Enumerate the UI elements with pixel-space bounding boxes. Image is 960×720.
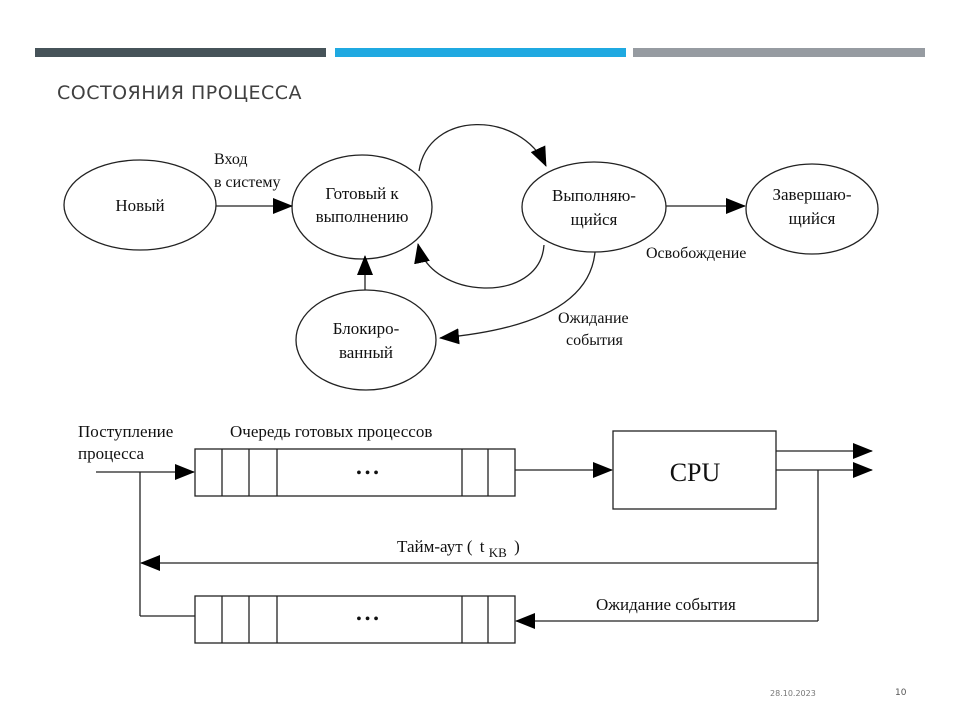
queue-diagram: Поступление процесса Очередь готовых про… (78, 422, 873, 644)
state-ready-label-line1: Готовый к (325, 184, 399, 203)
state-running-label-line2: щийся (571, 210, 618, 229)
state-terminated: Завершаю- щийся (745, 163, 879, 255)
transition-ready-to-running (418, 124, 547, 172)
state-terminated-label-line2: щийся (789, 209, 836, 228)
state-new: Новый (63, 159, 217, 251)
transition-running-to-blocked (439, 251, 596, 345)
accent-bar-blue (335, 48, 626, 57)
ready-queue-ellipsis: ••• (356, 465, 382, 482)
state-blocked-label-line2: ванный (339, 343, 393, 362)
transition-running-to-blocked-label-line1: Ожидание (558, 310, 629, 327)
arrival-label-line2: процесса (78, 444, 144, 463)
accent-bar-dark (35, 48, 326, 57)
arrival-label-line1: Поступление (78, 422, 173, 441)
state-terminated-label-line1: Завершаю- (772, 185, 851, 204)
wait-event-label: Ожидание события (596, 595, 736, 614)
timeout-label: Тайм-аут ( t KB ) (397, 537, 520, 561)
state-blocked-label-line1: Блокиро- (333, 319, 400, 338)
transition-new-to-ready-label-line1: Вход (214, 151, 248, 168)
accent-bar-gray (633, 48, 925, 57)
slide-title: СОСТОЯНИЯ ПРОЦЕССА (57, 82, 302, 104)
cpu-box: CPU (612, 430, 777, 510)
state-diagram: Новый Готовый к выполнению Выполняю- щий… (63, 124, 879, 391)
event-wait-queue-ellipsis: ••• (356, 611, 382, 628)
state-running-label-line1: Выполняю- (552, 186, 636, 205)
ready-queue: ••• (194, 448, 516, 497)
event-wait-queue: ••• (194, 595, 516, 644)
state-ready-label-line2: выполнению (316, 207, 409, 226)
state-blocked: Блокиро- ванный (295, 289, 437, 391)
transition-running-to-ready (414, 243, 545, 289)
transition-running-to-terminated-label: Освобождение (646, 245, 746, 262)
state-new-label: Новый (115, 196, 164, 215)
transition-running-to-blocked-label-line2: события (566, 332, 624, 349)
state-ready: Готовый к выполнению (291, 154, 433, 260)
footer-date: 28.10.2023 (770, 689, 816, 698)
page-number: 10 (895, 688, 907, 698)
ready-queue-label: Очередь готовых процессов (230, 422, 432, 441)
state-running: Выполняю- щийся (521, 161, 667, 253)
cpu-label: CPU (670, 458, 721, 487)
transition-new-to-ready-label-line2: в систему (214, 174, 281, 191)
